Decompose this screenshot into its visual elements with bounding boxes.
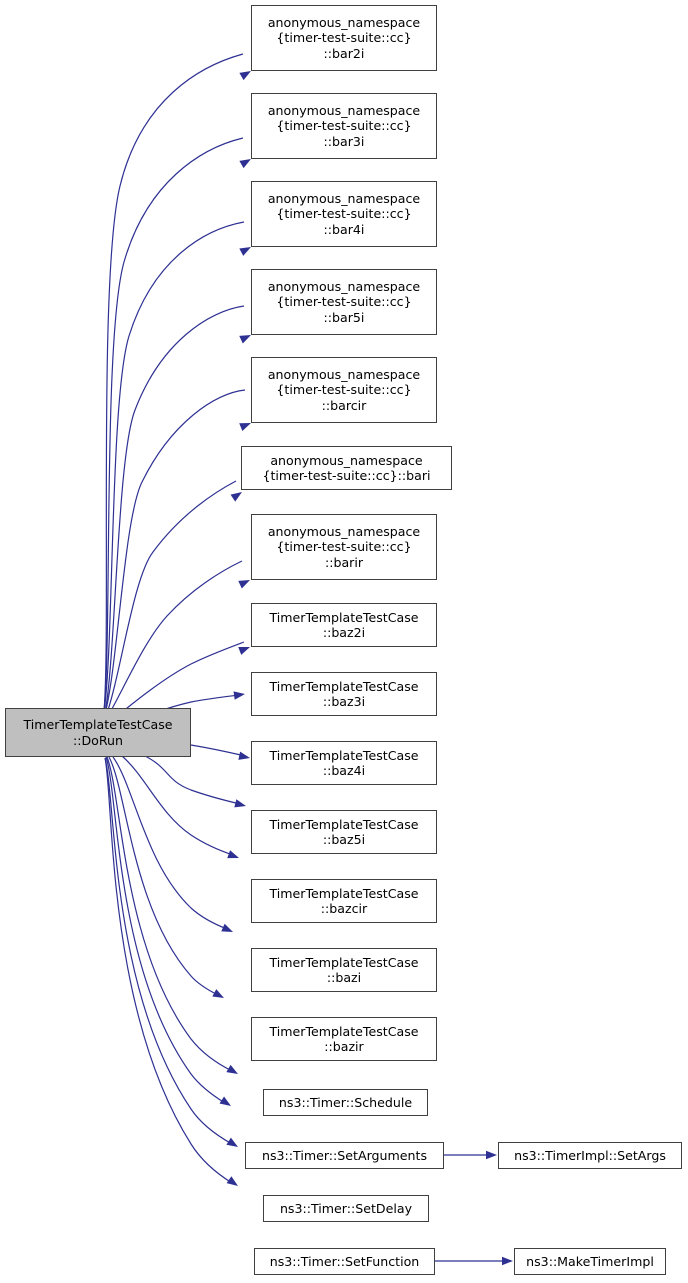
node-label-line: ::baz2i (322, 625, 366, 640)
node-bar5i[interactable]: anonymous_namespace{timer-test-suite::cc… (251, 269, 437, 335)
node-label-line: ns3::Timer::SetDelay (279, 1200, 413, 1216)
edge-root-to-bazcir (121, 755, 234, 856)
node-label-line: TimerTemplateTestCase (23, 717, 173, 733)
arrowhead-to-baz5i (234, 799, 246, 808)
edge-root-to-setfunction (104, 757, 233, 1184)
arrowhead-to-schedule (226, 1064, 238, 1074)
node-label-line: ::bar5i (323, 309, 365, 325)
node-bar4i[interactable]: anonymous_namespace{timer-test-suite::cc… (251, 181, 437, 247)
node-label-line: ns3::Timer::SetArguments (261, 1147, 428, 1163)
node-label-line: anonymous_namespace (267, 191, 421, 207)
edge-root-to-barir (106, 560, 243, 719)
node-label-line: {timer-test-suite::cc} (276, 30, 412, 46)
arrowhead-to-baz3i (233, 691, 245, 700)
arrowhead-to-baz2i (238, 647, 250, 655)
node-setdelay[interactable]: ns3::Timer::SetDelay (263, 1195, 429, 1222)
arrowhead-to-bazi (221, 923, 233, 932)
node-bazi[interactable]: TimerTemplateTestCase::bazi (251, 948, 437, 992)
node-label-line: {timer-test-suite::cc} (276, 206, 412, 222)
arrowhead-to-bazcir (227, 850, 239, 859)
node-label-line: {timer-test-suite::cc} (276, 539, 412, 555)
node-label-line: TimerTemplateTestCase (269, 1023, 419, 1039)
node-label-line: TimerTemplateTestCase (269, 885, 419, 901)
node-label-line: TimerTemplateTestCase (269, 747, 419, 763)
node-setargs[interactable]: ns3::TimerImpl::SetArgs (498, 1142, 682, 1169)
node-barcir[interactable]: anonymous_namespace{timer-test-suite::cc… (251, 357, 437, 423)
edge-root-to-bazir (108, 756, 219, 996)
node-barir[interactable]: anonymous_namespace{timer-test-suite::cc… (251, 514, 437, 580)
edge-root-to-setarguments (105, 756, 226, 1104)
arrowhead-to-bari (230, 492, 242, 502)
node-label-line: anonymous_namespace (267, 103, 421, 119)
node-label-line: {timer-test-suite::cc} (276, 118, 412, 134)
node-setarguments[interactable]: ns3::Timer::SetArguments (245, 1142, 444, 1169)
arrowhead-to-setfunction (226, 1176, 238, 1186)
node-label-line: ::bar4i (323, 221, 365, 237)
node-label-line: ::bar2i (323, 45, 365, 61)
node-bazcir[interactable]: TimerTemplateTestCase::bazcir (251, 879, 437, 923)
node-bar2i[interactable]: anonymous_namespace{timer-test-suite::cc… (251, 5, 437, 71)
arrowhead-to-barir (238, 580, 250, 589)
node-label-line: ns3::Timer::SetFunction (269, 1253, 420, 1269)
edge-root-to-bar3i (103, 137, 244, 712)
arrowhead-to-bazir (212, 989, 224, 998)
edge-root-to-bar2i (103, 53, 244, 712)
node-bari[interactable]: anonymous_namespace{timer-test-suite::cc… (241, 446, 452, 490)
node-label-line: ::baz5i (322, 832, 366, 847)
node-label-line: ::baz3i (322, 694, 366, 709)
node-bar3i[interactable]: anonymous_namespace{timer-test-suite::cc… (251, 93, 437, 159)
node-baz4i[interactable]: TimerTemplateTestCase::baz4i (251, 741, 437, 785)
node-label-line: ns3::Timer::Schedule (278, 1094, 413, 1110)
node-label-line: anonymous_namespace (267, 524, 421, 540)
arrowhead-to-maketimerimpl (502, 1256, 513, 1266)
arrowhead-to-setdelay (226, 1137, 238, 1147)
node-label-line: ::barcir (321, 397, 367, 413)
node-label-line: TimerTemplateTestCase (269, 609, 419, 625)
node-label-line: TimerTemplateTestCase (269, 678, 419, 694)
arrowhead-to-setarguments (219, 1096, 231, 1106)
arrowhead-to-baz4i (238, 751, 250, 760)
node-baz5i[interactable]: TimerTemplateTestCase::baz5i (251, 810, 437, 854)
node-label-line: ns3::TimerImpl::SetArgs (514, 1147, 666, 1163)
node-label-line: ns3::MakeTimerImpl (526, 1253, 654, 1269)
edge-root-to-baz4i (190, 744, 246, 757)
root-node-root[interactable]: TimerTemplateTestCase::DoRun (5, 708, 191, 757)
node-label-line: anonymous_namespace (270, 452, 423, 468)
edge-root-to-baz5i (142, 754, 241, 805)
node-label-line: TimerTemplateTestCase (269, 816, 419, 832)
node-label-line: {timer-test-suite::cc}::bari (262, 468, 431, 483)
node-label-line: {timer-test-suite::cc} (276, 294, 412, 310)
edge-root-to-bar5i (104, 305, 245, 714)
node-label-line: ::bazcir (320, 901, 368, 916)
edge-root-to-bazi (112, 756, 228, 930)
node-schedule[interactable]: ns3::Timer::Schedule (263, 1089, 428, 1116)
edge-root-to-schedule (106, 756, 233, 1072)
arrowhead-to-setargs (486, 1150, 497, 1160)
node-maketimerimpl[interactable]: ns3::MakeTimerImpl (514, 1248, 666, 1275)
node-baz2i[interactable]: TimerTemplateTestCase::baz2i (251, 603, 437, 647)
node-label-line: anonymous_namespace (267, 367, 421, 383)
node-label-line: TimerTemplateTestCase (269, 954, 419, 970)
node-baz3i[interactable]: TimerTemplateTestCase::baz3i (251, 672, 437, 716)
node-label-line: anonymous_namespace (267, 15, 421, 31)
edge-root-to-setdelay (104, 757, 233, 1145)
node-label-line: anonymous_namespace (267, 279, 421, 295)
node-label-line: ::baz4i (322, 763, 366, 778)
node-bazir[interactable]: TimerTemplateTestCase::bazir (251, 1017, 437, 1061)
node-label-line: ::bazi (326, 970, 362, 985)
edge-root-to-bari (105, 480, 237, 717)
node-label-line: ::bazir (324, 1039, 364, 1054)
node-label-line: {timer-test-suite::cc} (276, 382, 412, 398)
edge-root-to-bar4i (103, 221, 245, 713)
node-setfunction[interactable]: ns3::Timer::SetFunction (254, 1248, 435, 1275)
node-label-line: ::DoRun (72, 732, 124, 748)
edge-root-to-barcir (104, 389, 246, 715)
node-label-line: ::barir (324, 554, 364, 570)
node-label-line: ::bar3i (323, 133, 365, 149)
